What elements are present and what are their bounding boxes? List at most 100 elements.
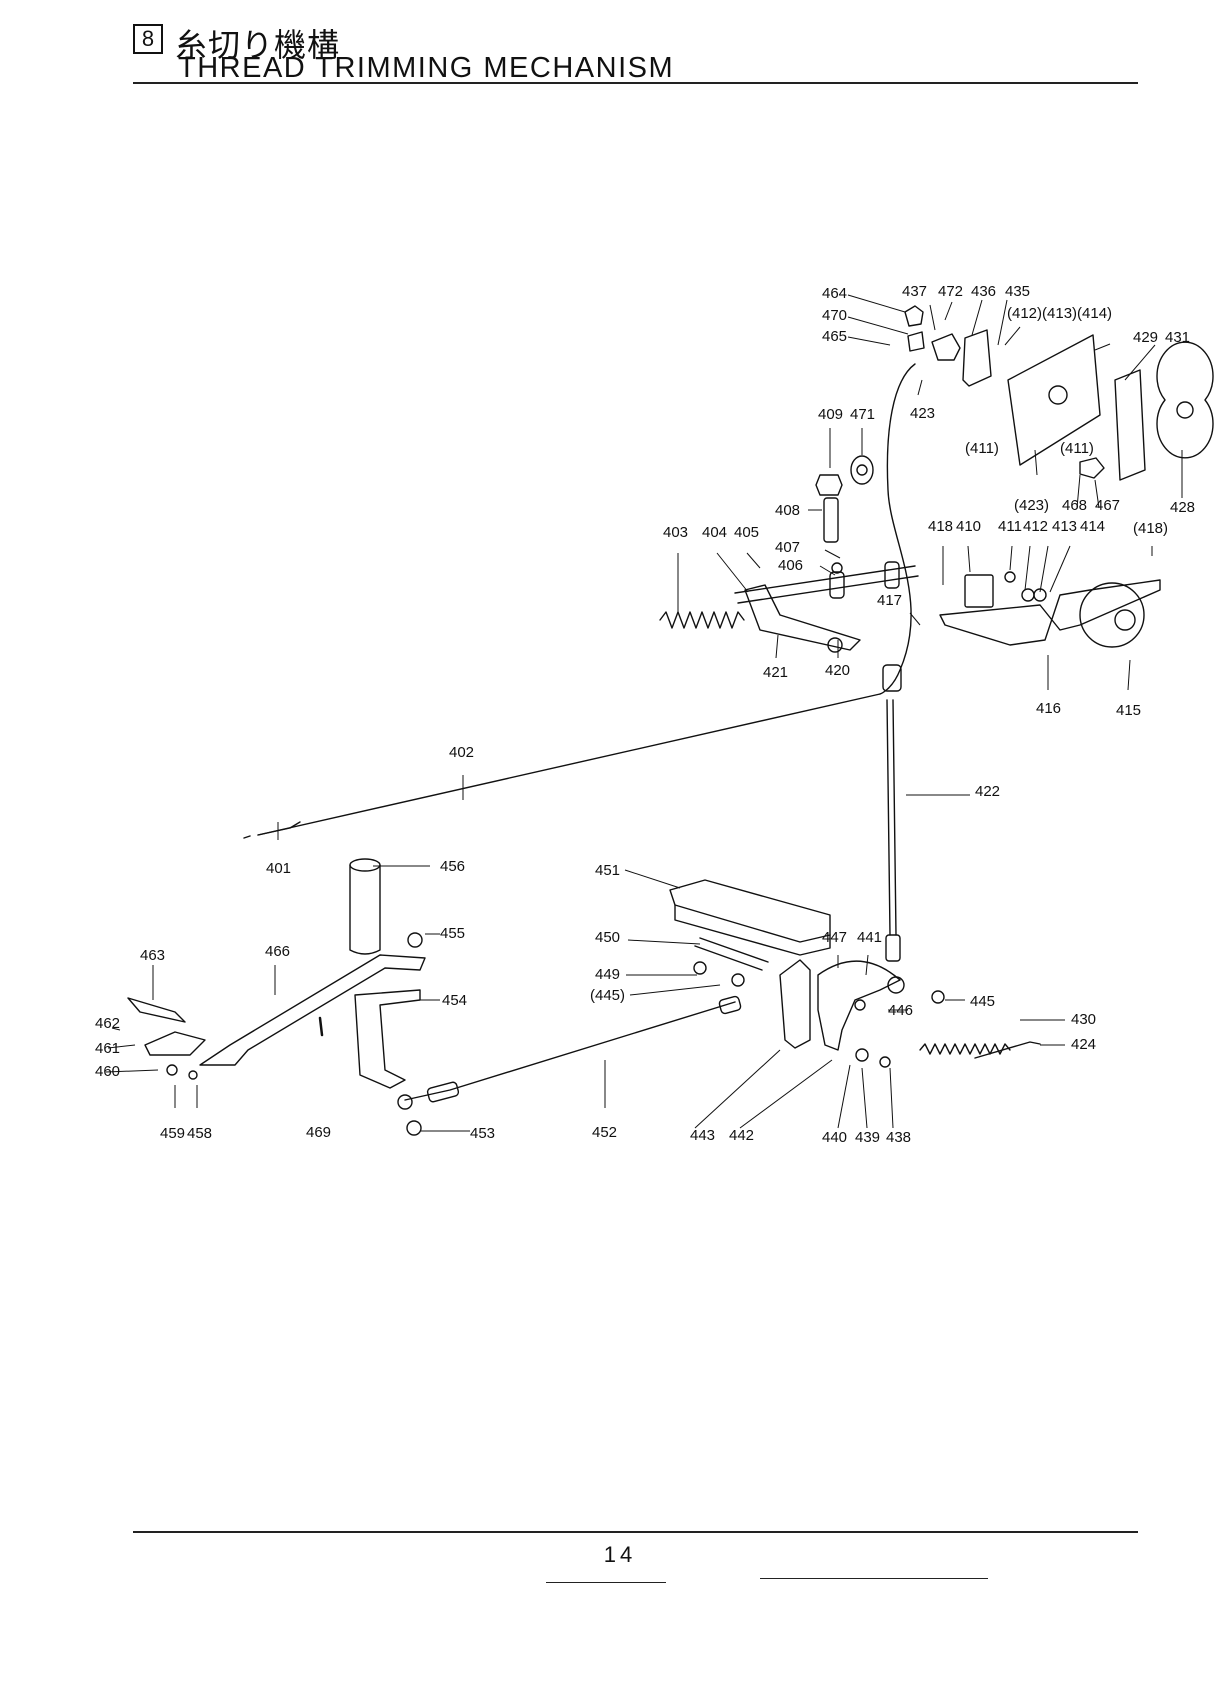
callout-403: 403 — [663, 524, 688, 541]
solenoid-415 — [1079, 582, 1145, 648]
callout-462: 462 — [95, 1015, 120, 1032]
callout-447: 447 — [822, 929, 847, 946]
callout-435: 435 — [1005, 283, 1030, 300]
link-443 — [779, 959, 811, 1049]
motor-428 — [1156, 341, 1214, 459]
callout-464: 464 — [822, 285, 847, 302]
cable-452 — [404, 1001, 736, 1101]
callout-465: 465 — [822, 328, 847, 345]
callout-451: 451 — [595, 862, 620, 879]
callout-408: 408 — [775, 502, 800, 519]
callout-443: 443 — [690, 1127, 715, 1144]
callout-458: 458 — [187, 1125, 212, 1142]
section-number-box: 8 — [133, 24, 163, 54]
lever-466 — [199, 954, 426, 1066]
spring-403 — [659, 611, 745, 629]
plate-429 — [1007, 334, 1101, 466]
callout-430: 430 — [1071, 1011, 1096, 1028]
callout-452: 452 — [592, 1124, 617, 1141]
callout-413: 413 — [1052, 518, 1077, 535]
callout-470: 470 — [822, 307, 847, 324]
callout-409: 409 — [818, 406, 843, 423]
callout-471: 471 — [850, 406, 875, 423]
callout-459: 459 — [160, 1125, 185, 1142]
callout-417: 417 — [877, 592, 902, 609]
callout-450: 450 — [595, 929, 620, 946]
callout-422: 422 — [975, 783, 1000, 800]
plate-416 — [939, 579, 1161, 646]
callout-428: 428 — [1170, 499, 1195, 516]
callout-404: 404 — [702, 524, 727, 541]
callout-411-right: (411) — [1060, 440, 1094, 457]
callout-467: 467 — [1095, 497, 1120, 514]
callout-420: 420 — [825, 662, 850, 679]
callout-442: 442 — [729, 1127, 754, 1144]
callout-406: 406 — [778, 557, 803, 574]
callout-411-left: (411) — [965, 440, 999, 457]
footer-rule — [133, 1531, 1138, 1533]
cam-441 — [817, 960, 901, 1051]
callout-labels: 464 437 472 436 435 470 (412)(413)(414) … — [95, 283, 1195, 1146]
callout-402: 402 — [449, 744, 474, 761]
lever-421 — [744, 584, 861, 651]
callout-445: 445 — [970, 993, 995, 1010]
footer-underline-left — [546, 1582, 666, 1583]
callout-463: 463 — [140, 947, 165, 964]
plate-451 — [669, 879, 831, 943]
callout-440: 440 — [822, 1129, 847, 1146]
callout-472: 472 — [938, 283, 963, 300]
callout-412-413-414-top: (412)(413)(414) — [1007, 305, 1112, 322]
callout-445-paren: (445) — [590, 987, 625, 1004]
callout-461: 461 — [95, 1040, 120, 1057]
rod-422-b — [886, 699, 891, 936]
rod-422 — [892, 699, 897, 936]
callout-410: 410 — [956, 518, 981, 535]
cable-402-end — [243, 821, 301, 839]
callout-423-top: 423 — [910, 405, 935, 422]
callout-449: 449 — [595, 966, 620, 983]
callout-437: 437 — [902, 283, 927, 300]
callout-412: 412 — [1023, 518, 1048, 535]
pin-424 — [974, 1041, 1041, 1059]
callout-418: 418 — [928, 518, 953, 535]
callout-454: 454 — [442, 992, 467, 1009]
callout-423-paren: (423) — [1014, 497, 1049, 514]
callout-446: 446 — [888, 1002, 913, 1019]
callout-466: 466 — [265, 943, 290, 960]
japanese-title: 糸切り機構 — [175, 26, 341, 64]
callout-407: 407 — [775, 539, 800, 556]
callout-455: 455 — [440, 925, 465, 942]
callout-439: 439 — [855, 1129, 880, 1146]
spring-430 — [919, 1043, 1011, 1055]
callout-429: 429 — [1133, 329, 1158, 346]
cable-402 — [257, 693, 881, 836]
callout-401: 401 — [266, 860, 291, 877]
callout-469: 469 — [306, 1124, 331, 1141]
bracket-454 — [354, 989, 421, 1089]
cover-436 — [962, 329, 992, 387]
callout-416: 416 — [1036, 700, 1061, 717]
header-rule — [133, 82, 1138, 84]
footer-underline-right — [760, 1578, 988, 1579]
callout-414: 414 — [1080, 518, 1105, 535]
bracket-431 — [1114, 369, 1146, 481]
callout-436: 436 — [971, 283, 996, 300]
callout-453: 453 — [470, 1125, 495, 1142]
callout-415: 415 — [1116, 702, 1141, 719]
callout-431: 431 — [1165, 329, 1190, 346]
callout-441: 441 — [857, 929, 882, 946]
callout-411: 411 — [998, 518, 1022, 535]
page-number: 14 — [603, 1542, 637, 1567]
callout-421: 421 — [763, 664, 788, 681]
callout-418-paren: (418) — [1133, 520, 1168, 537]
cable-to-top — [879, 363, 916, 695]
callout-456: 456 — [440, 858, 465, 875]
callout-424: 424 — [1071, 1036, 1096, 1053]
tube-456 — [349, 864, 381, 955]
callout-460: 460 — [95, 1063, 120, 1080]
callout-468: 468 — [1062, 497, 1087, 514]
callout-438: 438 — [886, 1129, 911, 1146]
english-title: THREAD TRIMMING MECHANISM — [178, 52, 675, 84]
callout-405: 405 — [734, 524, 759, 541]
